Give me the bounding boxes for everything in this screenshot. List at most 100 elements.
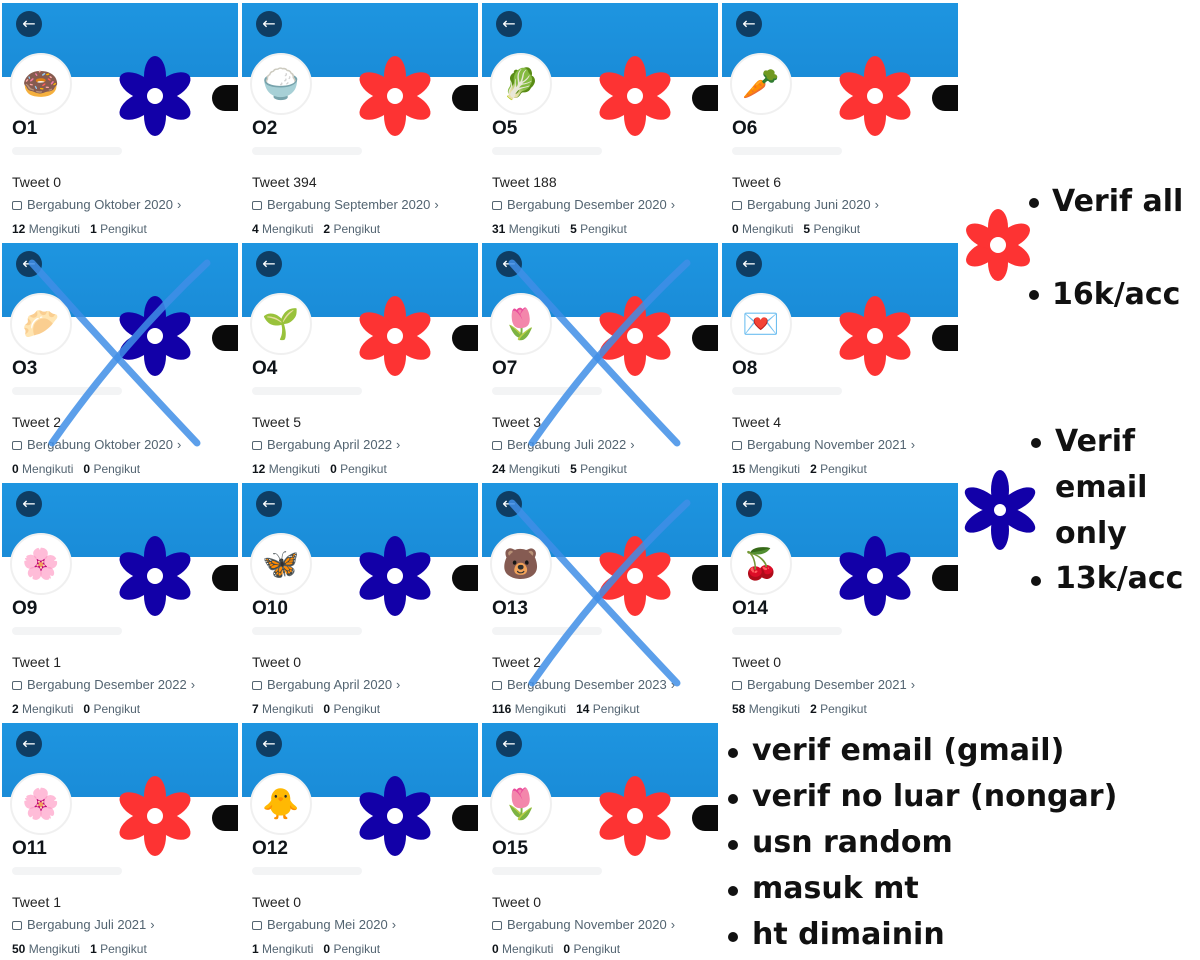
followers-label[interactable]: Pengikut	[333, 942, 381, 956]
following-count[interactable]: 0	[12, 462, 19, 476]
following-count[interactable]: 1	[252, 942, 259, 956]
arrow-left-icon[interactable]: ←	[496, 11, 522, 37]
arrow-left-icon[interactable]: ←	[256, 491, 282, 517]
following-label[interactable]: Mengikuti	[748, 702, 801, 716]
followers-count[interactable]: 2	[810, 462, 817, 476]
followers-count[interactable]: 2	[323, 222, 331, 236]
arrow-left-icon[interactable]: ←	[16, 491, 42, 517]
followers-count[interactable]: 1	[90, 942, 97, 956]
followers-label[interactable]: Pengikut	[820, 702, 867, 716]
arrow-left-icon[interactable]: ←	[736, 251, 762, 277]
action-button[interactable]	[932, 565, 958, 591]
following-label[interactable]: Mengikuti	[742, 222, 794, 236]
following-count[interactable]: 12	[252, 462, 266, 476]
arrow-left-icon[interactable]: ←	[736, 491, 762, 517]
following-label[interactable]: Mengikuti	[514, 702, 567, 716]
arrow-left-icon[interactable]: ←	[16, 731, 42, 757]
action-button[interactable]	[212, 325, 238, 351]
followers-label[interactable]: Pengikut	[592, 702, 640, 716]
following-label[interactable]: Mengikuti	[508, 462, 561, 476]
following-label[interactable]: Mengikuti	[28, 942, 81, 956]
following-label[interactable]: Mengikuti	[22, 702, 74, 716]
arrow-left-icon[interactable]: ←	[256, 11, 282, 37]
followers-count[interactable]: 0	[563, 942, 571, 956]
following-count[interactable]: 15	[732, 462, 746, 476]
following-label[interactable]: Mengikuti	[508, 222, 561, 236]
followers-label[interactable]: Pengikut	[580, 462, 627, 476]
following-label[interactable]: Mengikuti	[28, 222, 81, 236]
followers-label[interactable]: Pengikut	[93, 462, 141, 476]
following-count[interactable]: 0	[732, 222, 739, 236]
followers-label[interactable]: Pengikut	[93, 702, 141, 716]
following-count[interactable]: 116	[492, 702, 512, 716]
following-label[interactable]: Mengikuti	[262, 222, 314, 236]
following-label[interactable]: Mengikuti	[268, 462, 321, 476]
followers-label[interactable]: Pengikut	[580, 222, 627, 236]
followers-count[interactable]: 5	[570, 462, 577, 476]
action-button[interactable]	[932, 85, 958, 111]
action-button[interactable]	[452, 565, 478, 591]
following-count[interactable]: 24	[492, 462, 506, 476]
followers-count[interactable]: 0	[83, 702, 91, 716]
arrow-left-icon[interactable]: ←	[496, 731, 522, 757]
following-count[interactable]: 0	[492, 942, 499, 956]
followers-count[interactable]: 0	[330, 462, 337, 476]
action-button[interactable]	[692, 85, 718, 111]
following-count[interactable]: 7	[252, 702, 259, 716]
following-label[interactable]: Mengikuti	[22, 462, 74, 476]
arrow-left-icon[interactable]: ←	[736, 11, 762, 37]
following-count[interactable]: 58	[732, 702, 746, 716]
following-count[interactable]: 31	[492, 222, 506, 236]
followers-label[interactable]: Pengikut	[100, 222, 147, 236]
following-count[interactable]: 12	[12, 222, 26, 236]
following-label[interactable]: Mengikuti	[262, 942, 314, 956]
action-button[interactable]	[452, 805, 478, 831]
following-label[interactable]: Mengikuti	[502, 942, 554, 956]
action-button[interactable]	[212, 565, 238, 591]
action-button[interactable]	[212, 805, 238, 831]
followers-count[interactable]: 2	[810, 702, 817, 716]
arrow-left-icon[interactable]: ←	[256, 731, 282, 757]
followers-label[interactable]: Pengikut	[573, 942, 621, 956]
followers-label[interactable]: Pengikut	[333, 702, 381, 716]
following-count[interactable]: 4	[252, 222, 259, 236]
followers-count[interactable]: 0	[323, 942, 331, 956]
arrow-left-icon[interactable]: ←	[256, 251, 282, 277]
action-button[interactable]	[932, 325, 958, 351]
followers-count[interactable]: 1	[90, 222, 97, 236]
action-button[interactable]	[452, 85, 478, 111]
following-label[interactable]: Mengikuti	[262, 702, 314, 716]
followers-count[interactable]: 0	[323, 702, 331, 716]
action-button[interactable]	[212, 85, 238, 111]
arrow-left-icon[interactable]: ←	[496, 251, 522, 277]
arrow-left-icon[interactable]: ←	[496, 491, 522, 517]
followers-count[interactable]: 5	[803, 222, 811, 236]
action-button[interactable]	[692, 805, 718, 831]
following-count[interactable]: 2	[12, 702, 19, 716]
action-button[interactable]	[452, 325, 478, 351]
arrow-left-icon[interactable]: ←	[16, 11, 42, 37]
following-count[interactable]: 50	[12, 942, 26, 956]
following-label[interactable]: Mengikuti	[748, 462, 801, 476]
arrow-left-icon[interactable]: ←	[16, 251, 42, 277]
followers-count[interactable]: 5	[570, 222, 577, 236]
action-button[interactable]	[692, 565, 718, 591]
followers-label[interactable]: Pengikut	[100, 942, 147, 956]
followers-count[interactable]: 0	[83, 462, 91, 476]
followers-label[interactable]: Pengikut	[813, 222, 861, 236]
